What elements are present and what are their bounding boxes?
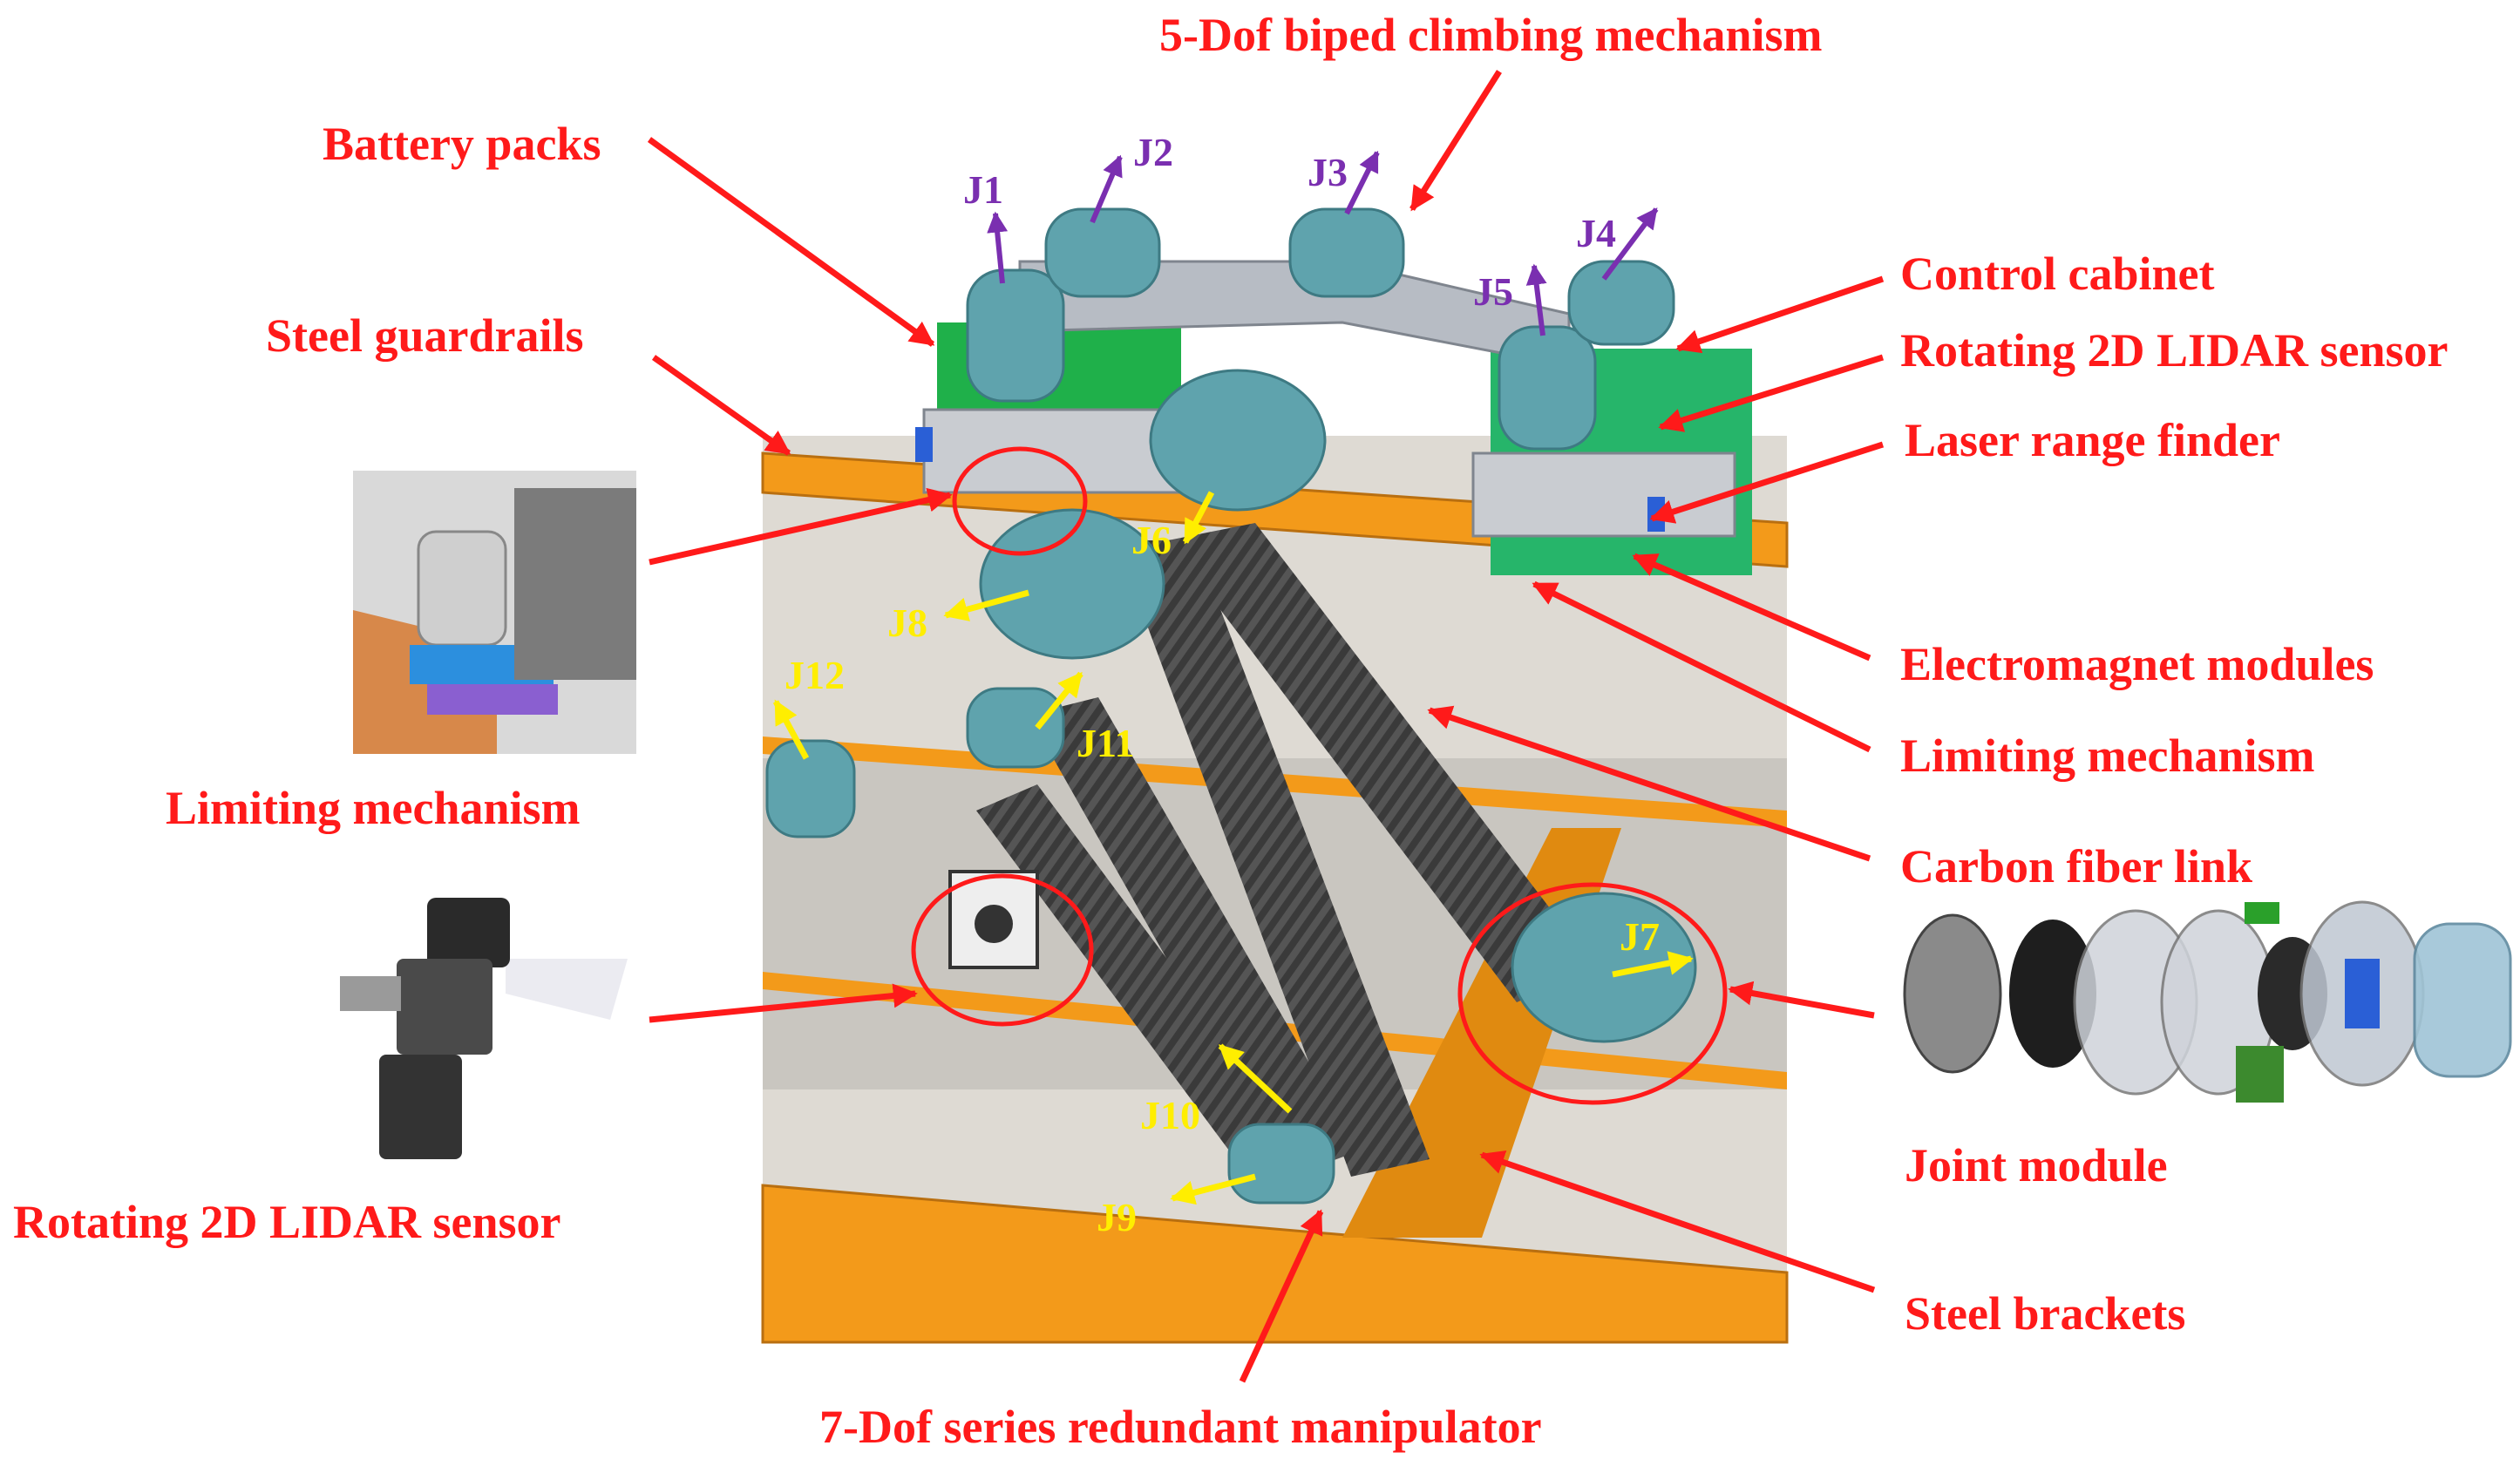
- j10-arrow: [1218, 1043, 1293, 1114]
- arrow-guardrails: [651, 355, 791, 456]
- arrow-carbon: [1427, 705, 1871, 862]
- joint-labels-upper: J1 J2 J3 J4 J5: [963, 130, 1616, 314]
- scene: [761, 207, 1789, 1344]
- label-electromagnet-modules: Electromagnet modules: [1900, 638, 2374, 690]
- arrow-limiting-right: [1532, 580, 1871, 753]
- limiting-mechanism-inset: [353, 471, 636, 754]
- joint-label-j12: J12: [785, 653, 845, 697]
- joint-arrows-upper: [987, 150, 1659, 336]
- arrow-joint-module: [1728, 981, 1875, 1019]
- arrow-biped: [1409, 70, 1502, 212]
- label-steel-guardrails: Steel guardrails: [266, 309, 583, 362]
- arrow-laser: [1649, 441, 1885, 524]
- j7-arrow: [1612, 951, 1694, 978]
- arrow-lidar-left: [649, 983, 918, 1023]
- lidar-lens: [975, 905, 1013, 943]
- joint-label-j5: J5: [1473, 269, 1513, 314]
- right-foot-plate: [1471, 451, 1736, 538]
- j2-arrow: [1090, 154, 1123, 224]
- j6-arrow: [1182, 491, 1215, 545]
- label-laser-range-finder: Laser range finder: [1905, 414, 2280, 466]
- leader-arrows: [647, 70, 1885, 1383]
- steel-beam-bottom: [761, 1184, 1789, 1344]
- carbon-link-3: [1029, 697, 1360, 1177]
- joint-label-j3: J3: [1308, 150, 1348, 194]
- joint-label-j2: J2: [1133, 130, 1173, 174]
- highlight-circles: [911, 446, 1728, 1105]
- j5-arrow: [1525, 263, 1547, 336]
- left-foot-plate: [922, 408, 1187, 494]
- label-limiting-left: Limiting mechanism: [166, 782, 581, 834]
- j1-arrow: [987, 211, 1009, 284]
- joint-label-j4: J4: [1576, 211, 1616, 255]
- label-biped-mechanism: 5-Dof biped climbing mechanism: [1159, 9, 1823, 61]
- labels: 5-Dof biped climbing mechanism Battery p…: [13, 9, 2449, 1453]
- label-control-cabinet: Control cabinet: [1900, 248, 2215, 300]
- carbon-link-2: [1116, 540, 1430, 1177]
- joint-label-j7: J7: [1620, 914, 1660, 959]
- label-limiting-right: Limiting mechanism: [1900, 730, 2315, 782]
- joint-label-j10: J10: [1140, 1093, 1200, 1137]
- joint-label-j1: J1: [963, 167, 1003, 212]
- j11-arrow: [1035, 671, 1083, 730]
- joint-label-j6: J6: [1131, 518, 1172, 562]
- electromagnet-left: [915, 427, 933, 462]
- joint-label-j11: J11: [1077, 721, 1134, 765]
- joint-module-inset: [1903, 900, 2512, 1103]
- joint-label-j9: J9: [1097, 1195, 1137, 1239]
- label-lidar-left: Rotating 2D LIDAR sensor: [13, 1196, 561, 1248]
- joint-shells: [765, 207, 1697, 1205]
- label-steel-brackets: Steel brackets: [1905, 1287, 2185, 1340]
- lidar-highlight: [911, 873, 1094, 1027]
- arrow-control: [1675, 275, 1885, 354]
- arrow-magnet: [1632, 553, 1871, 662]
- label-lidar-right: Rotating 2D LIDAR sensor: [1900, 324, 2449, 377]
- j9-arrow: [1170, 1173, 1256, 1205]
- j4-arrow: [1601, 207, 1659, 281]
- lidar-inset: [340, 898, 628, 1159]
- label-manipulator: 7-Dof series redundant manipulator: [819, 1401, 1542, 1453]
- joint-label-j8: J8: [887, 601, 927, 645]
- joint-arrows-lower: [772, 491, 1694, 1205]
- arrow-brackets: [1479, 1150, 1876, 1293]
- carbon-link-4: [976, 784, 1290, 1150]
- arrow-lidar-right: [1658, 354, 1885, 432]
- label-battery-packs: Battery packs: [323, 118, 601, 170]
- arrow-limiting-left: [649, 487, 953, 566]
- label-carbon-fiber-link: Carbon fiber link: [1900, 840, 2252, 892]
- carbon-link-1: [1168, 523, 1595, 1002]
- j12-arrow: [772, 699, 810, 760]
- label-joint-module: Joint module: [1905, 1139, 2168, 1191]
- j8-arrow: [943, 589, 1029, 621]
- limiting-mechanism-highlight: [952, 446, 1088, 556]
- joint-module-highlight: [1457, 882, 1728, 1105]
- arrow-manipulator: [1239, 1209, 1324, 1383]
- arrow-battery: [647, 137, 935, 347]
- joint-labels-lower: J6 J7 J8 J9 J10 J11 J12: [785, 518, 1660, 1239]
- j3-arrow: [1344, 150, 1380, 215]
